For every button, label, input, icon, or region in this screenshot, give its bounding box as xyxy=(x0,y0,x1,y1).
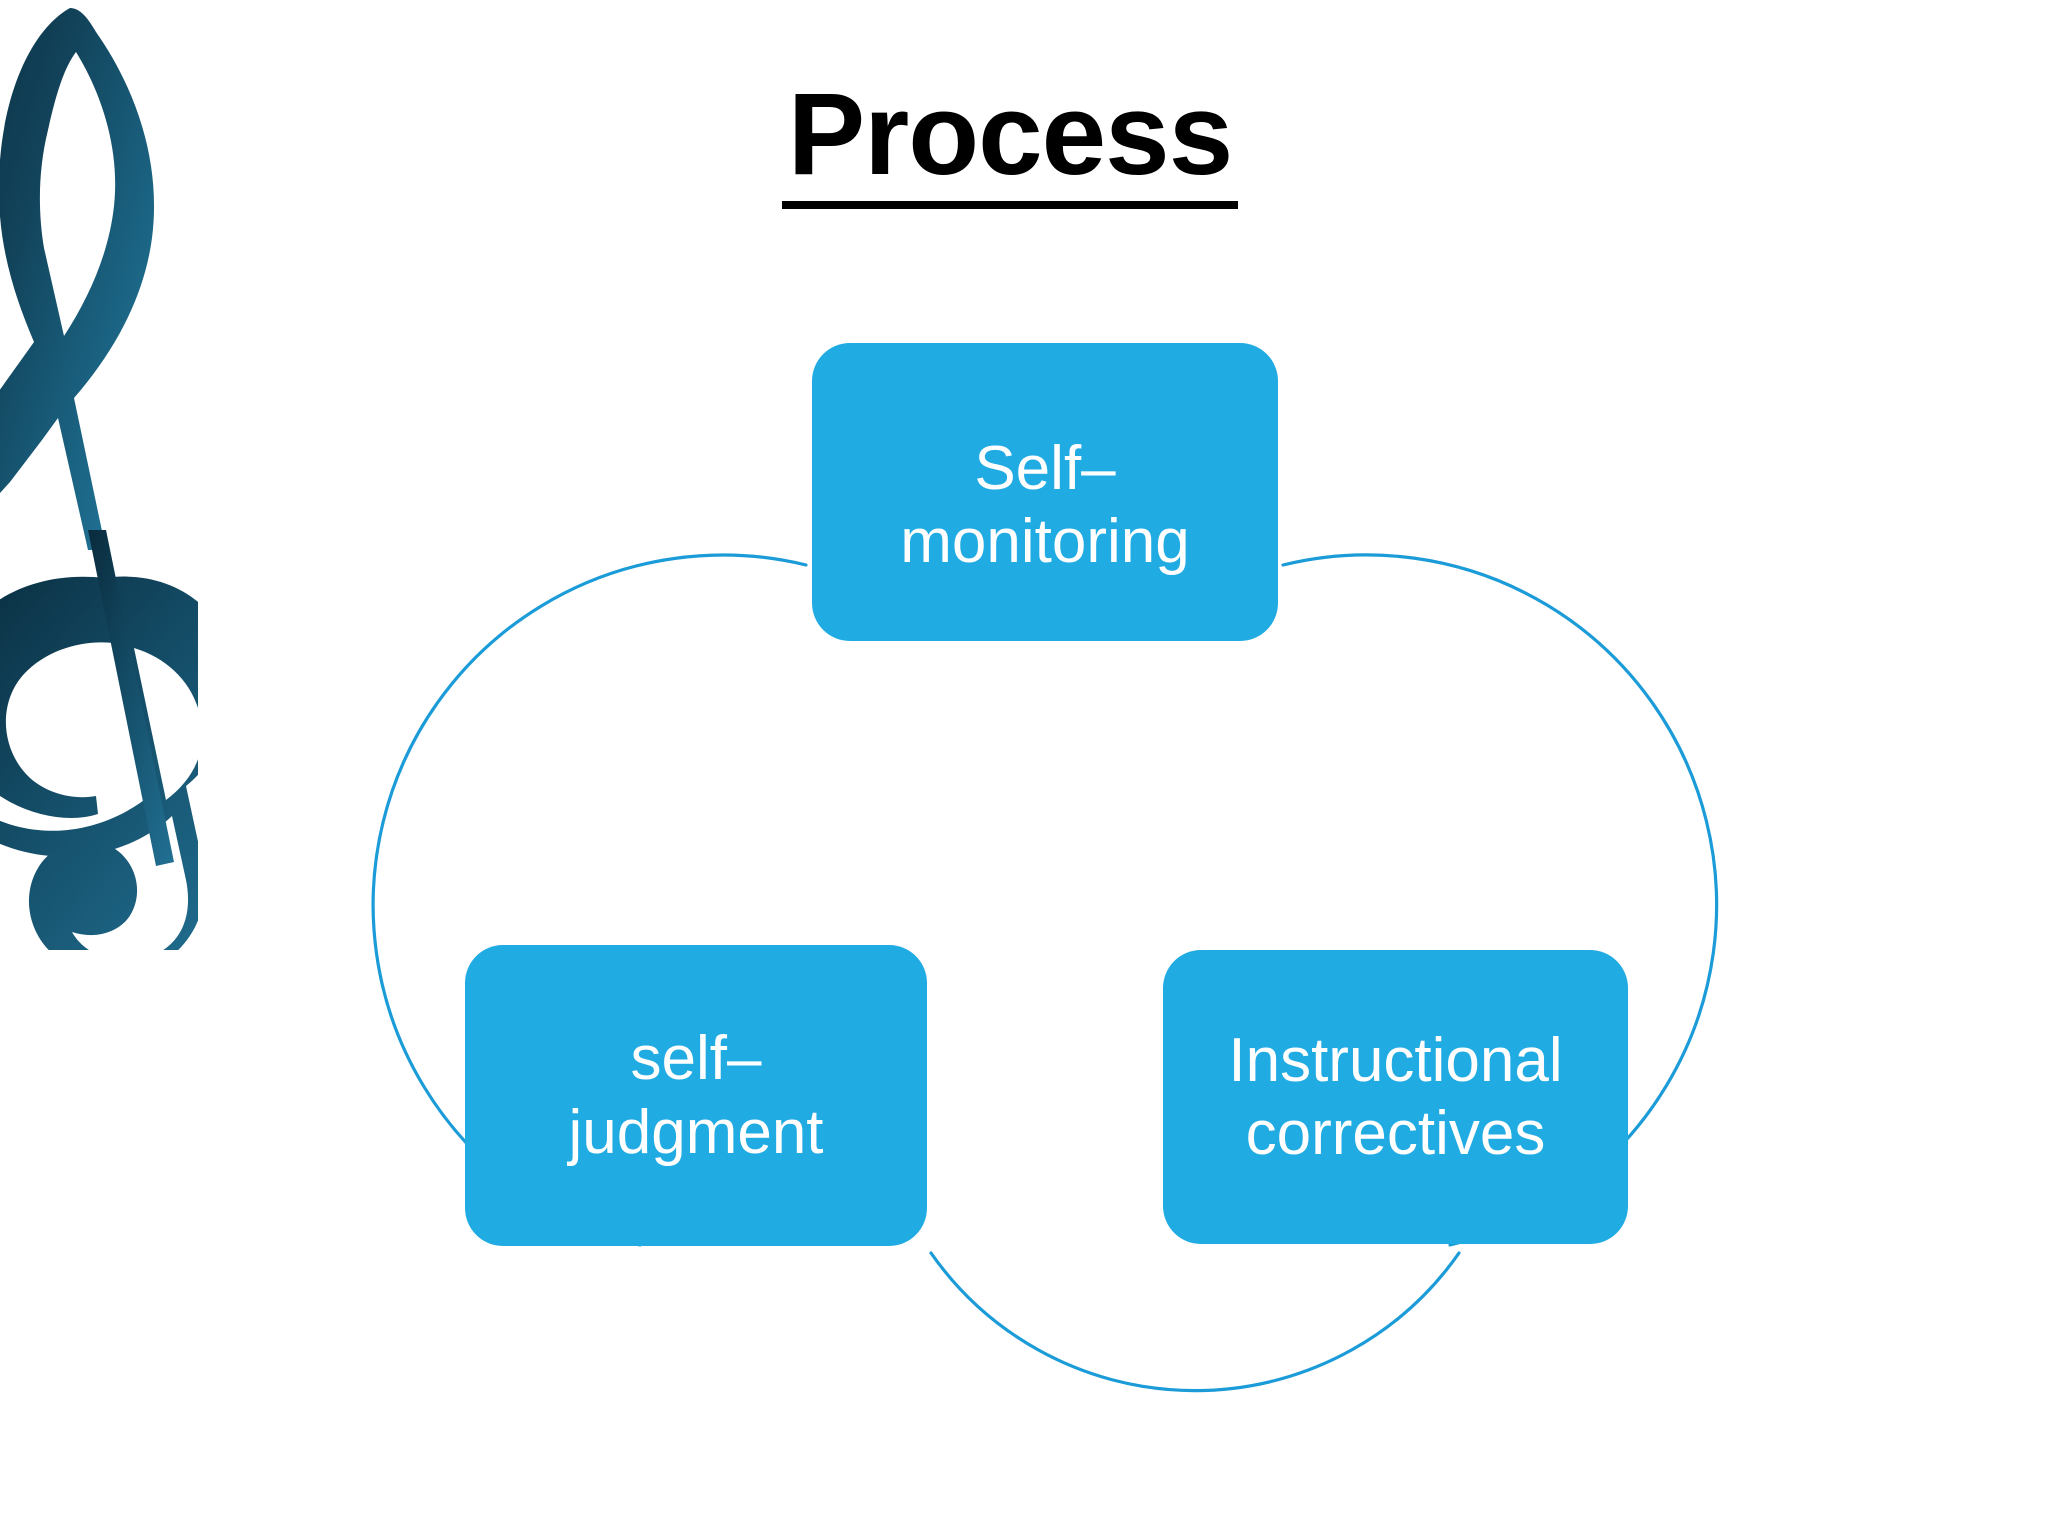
page-title-block: Process xyxy=(0,74,2048,209)
cycle-node-label: Instructional correctives xyxy=(1228,1025,1563,1168)
cycle-arc-bottom xyxy=(929,1251,1461,1393)
cycle-node-label: Self– monitoring xyxy=(900,433,1190,576)
cycle-node-instructional-correctives[interactable]: Instructional correctives xyxy=(1163,950,1628,1244)
page-title: Process xyxy=(781,74,1239,209)
cycle-node-label: self– judgment xyxy=(568,1024,824,1167)
cycle-node-self-judgment[interactable]: self– judgment xyxy=(465,945,927,1246)
cycle-node-self-monitoring[interactable]: Self– monitoring xyxy=(812,343,1278,641)
